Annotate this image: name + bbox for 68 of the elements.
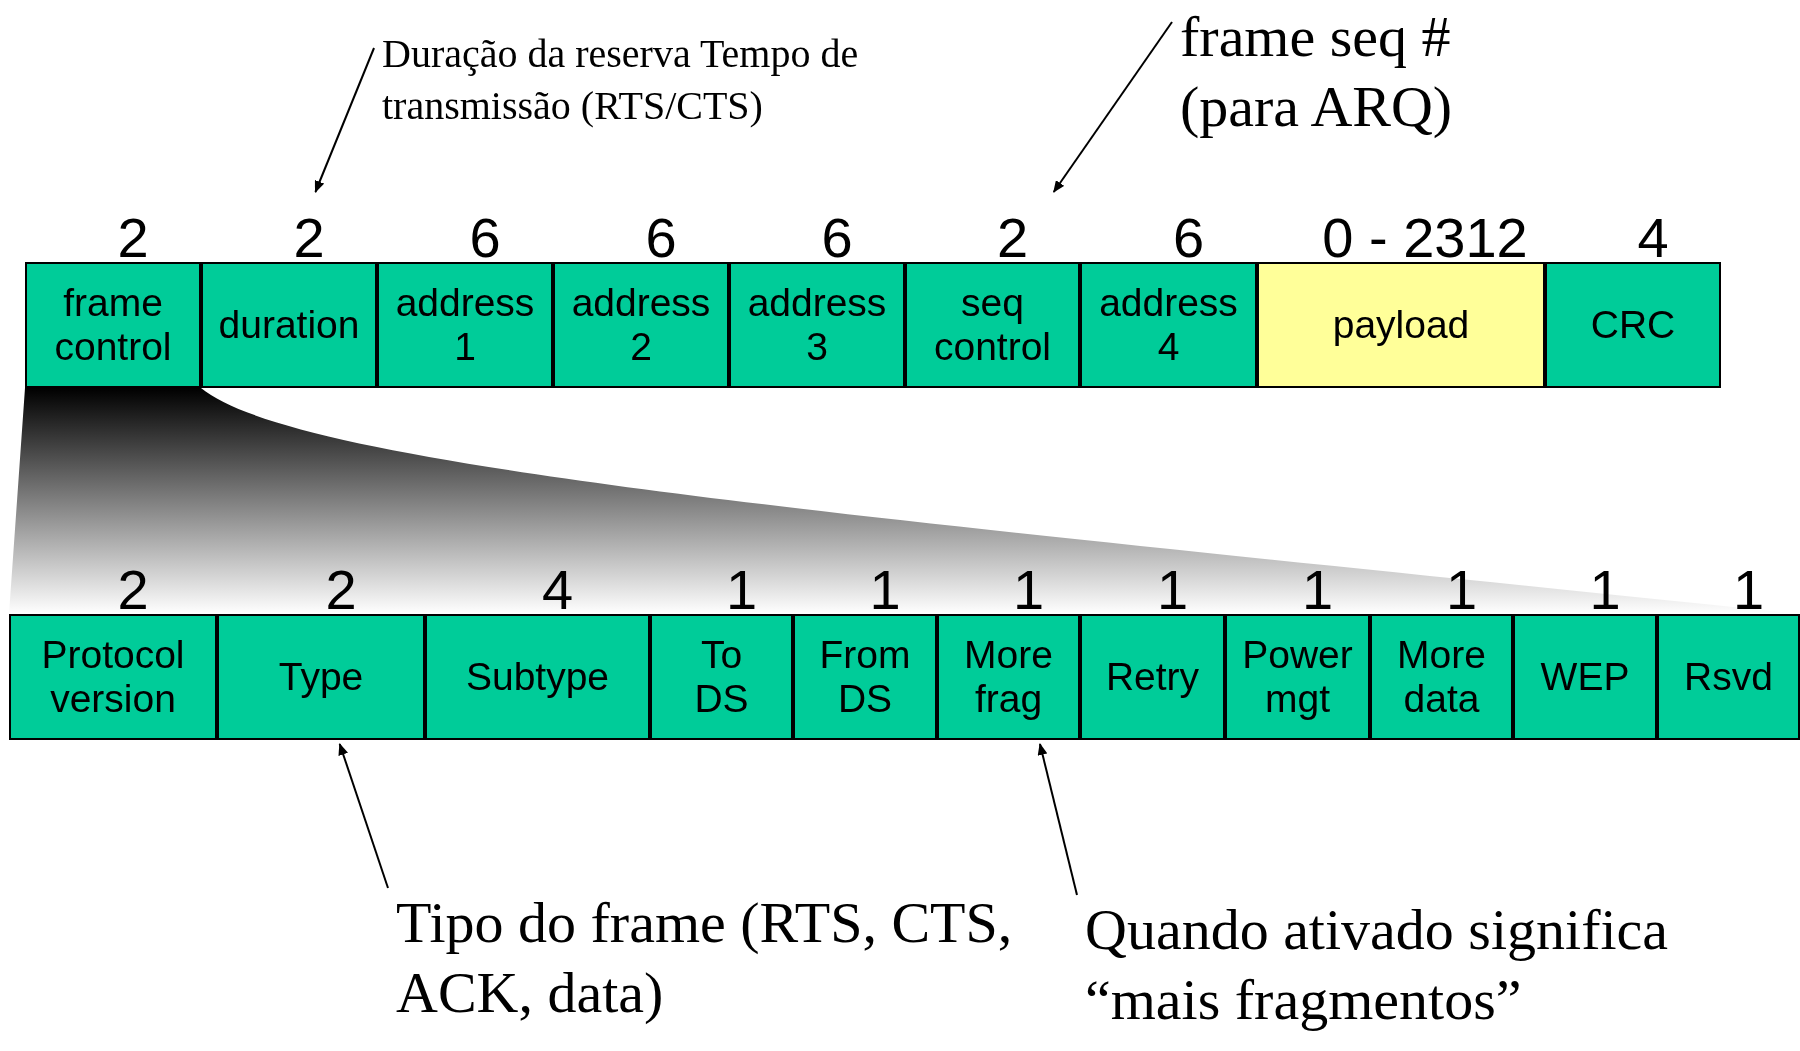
field-name: Type	[278, 655, 364, 699]
field-name: Power mgt	[1242, 633, 1353, 721]
field-name: Retry	[1105, 655, 1200, 699]
field-name: More frag	[964, 633, 1053, 721]
more-data-field	[1370, 614, 1513, 740]
field-name: address 1	[395, 281, 535, 369]
annotation-text: Duração da reserva Tempo de transmissão (RTS/CTS)	[382, 28, 1022, 132]
duration-field	[201, 262, 377, 388]
annotation-text: frame seq # (para ARQ)	[1180, 2, 1540, 142]
field-name: frame control	[54, 281, 172, 369]
field-size-label: 1	[1445, 568, 1478, 612]
field-size-label: 1	[1732, 568, 1765, 612]
field-name: CRC	[1590, 303, 1676, 347]
retry-field	[1080, 614, 1225, 740]
field-size-label: 2	[117, 568, 149, 612]
field-size-label: 2	[293, 216, 325, 260]
field-name: duration	[218, 303, 360, 347]
field-size-label: 6	[1172, 216, 1205, 260]
type-field	[217, 614, 425, 740]
field-name: To DS	[694, 633, 749, 721]
subtype-field	[425, 614, 650, 740]
field-size-label: 1	[869, 568, 901, 612]
field-size-label: 6	[469, 216, 501, 260]
annotation-text: Tipo do frame (RTS, CTS, ACK, data)	[396, 888, 1016, 1028]
field-size-label: 2	[325, 568, 357, 612]
field-size-label: 1	[725, 568, 758, 612]
to-ds-field	[650, 614, 793, 740]
from-ds-field	[793, 614, 937, 740]
wep-field	[1513, 614, 1657, 740]
field-size-label: 1	[1301, 568, 1334, 612]
field-size-label: 1	[1589, 568, 1621, 612]
field-size-label: 6	[645, 216, 677, 260]
field-name: Subtype	[465, 655, 610, 699]
leader-arrow	[314, 47, 375, 193]
field-size-label: 1	[1012, 568, 1045, 612]
field-size-label: 2	[117, 216, 149, 260]
sequence-control-field	[905, 262, 1080, 388]
field-name: address 2	[571, 281, 711, 369]
address-field	[729, 262, 905, 388]
payload-field	[1257, 262, 1545, 388]
field-name: seq control	[933, 281, 1052, 369]
field-size-label: 1	[1156, 568, 1189, 612]
rsvd-field	[1657, 614, 1800, 740]
field-name: address 4	[1099, 281, 1238, 369]
field-name: From DS	[819, 633, 911, 721]
leader-arrow	[1037, 743, 1078, 896]
field-size-label: 2	[996, 216, 1029, 260]
field-name: address 3	[747, 281, 887, 369]
more-frag-field	[937, 614, 1080, 740]
leader-arrow	[1052, 21, 1173, 193]
field-size-label: 4	[541, 568, 574, 612]
field-size-label: 6	[821, 216, 853, 260]
field-name: payload	[1332, 303, 1470, 347]
power-mgt-field	[1225, 614, 1370, 740]
address-field	[377, 262, 553, 388]
field-size-label: 4	[1637, 216, 1669, 260]
crc-field	[1545, 262, 1721, 388]
protocol-version-field	[9, 614, 217, 740]
field-name: More data	[1397, 633, 1486, 721]
field-size-label: 0 - 2312	[1322, 216, 1528, 260]
frame-control-field	[25, 262, 201, 388]
leader-arrow	[338, 743, 389, 889]
field-name: WEP	[1540, 655, 1630, 699]
field-name: Protocol version	[41, 633, 185, 721]
field-name: Rsvd	[1684, 655, 1773, 699]
address-field	[553, 262, 729, 388]
address-field	[1080, 262, 1257, 388]
annotation-text: Quando ativado significa “mais fragmentos”	[1085, 895, 1795, 1035]
